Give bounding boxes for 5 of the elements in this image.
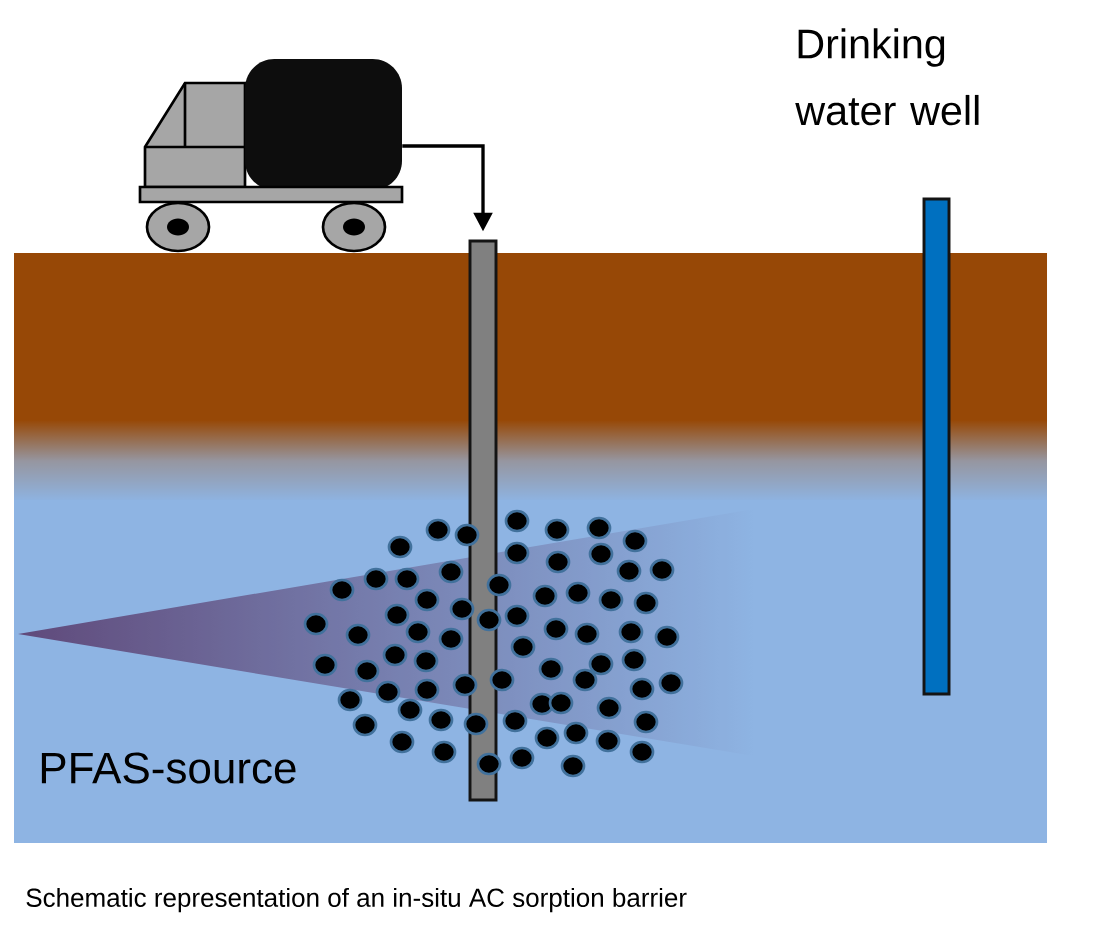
injection-pipe (468, 239, 498, 802)
well-label: Drinking water well (795, 28, 979, 126)
truck-drawing (138, 59, 404, 253)
area-label: PFAS-source (41, 752, 296, 784)
caption: Schematic representation of an in-situ AC sorption barrier (26, 887, 687, 913)
